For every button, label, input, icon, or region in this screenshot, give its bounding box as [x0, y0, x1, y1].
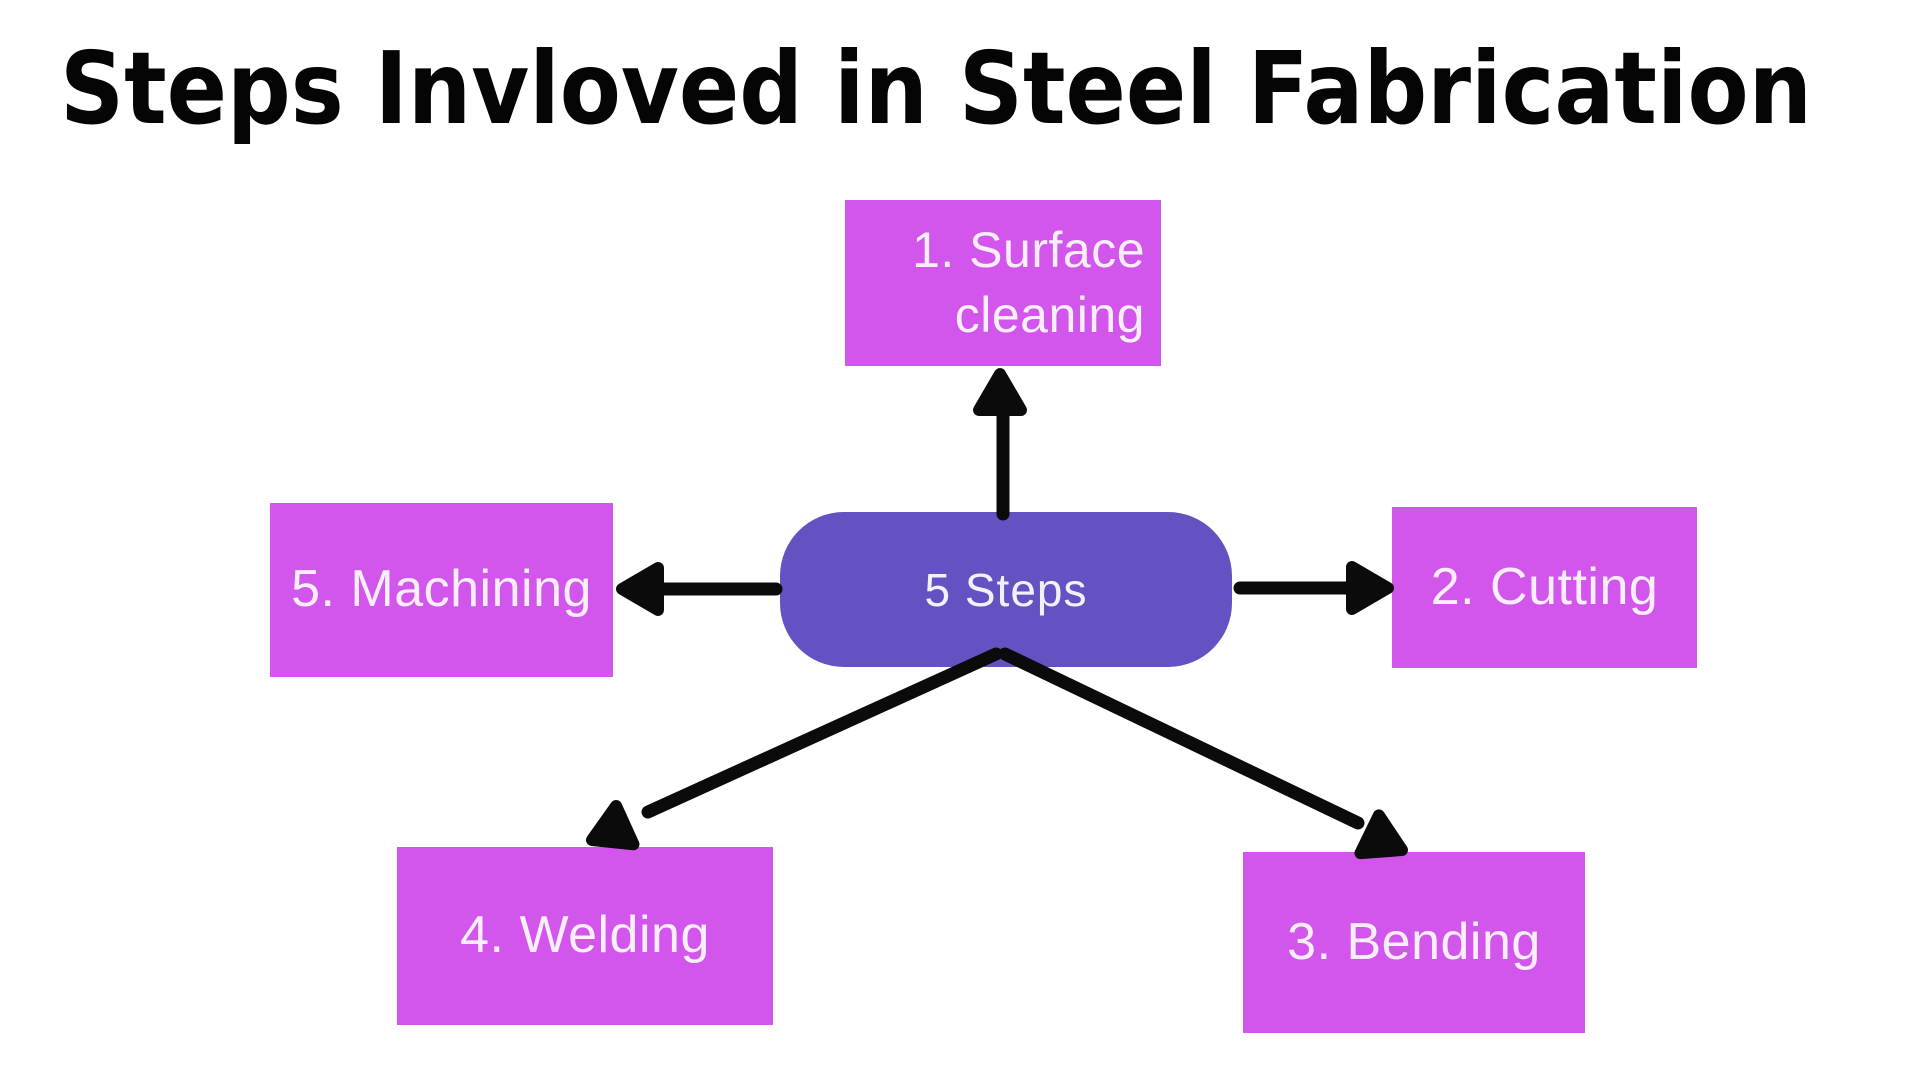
step-label-machining: 5. Machining [291, 560, 592, 619]
center-node-label: 5 Steps [924, 563, 1088, 616]
step-label-surface-line2: cleaning [954, 287, 1145, 343]
arrow-right-to-cutting [1233, 561, 1394, 615]
arrow-left-to-machining [616, 562, 783, 616]
step-box-surface-cleaning: 1. Surface cleaning [845, 200, 1161, 366]
step-box-machining: 5. Machining [270, 503, 613, 677]
page-title-wrap: Steps Invloved in Steel Fabrication [60, 30, 1812, 146]
arrow-up-to-surface-cleaning [973, 368, 1027, 521]
step-box-welding: 4. Welding [397, 847, 773, 1025]
step-label-welding: 4. Welding [460, 906, 710, 965]
step-box-bending: 3. Bending [1243, 852, 1585, 1033]
step-label-cutting: 2. Cutting [1430, 557, 1659, 616]
center-node-5-steps: 5 Steps [780, 512, 1232, 667]
arrow-down-left-to-welding [586, 647, 1003, 851]
step-label-bending: 3. Bending [1287, 912, 1541, 971]
step-box-cutting: 2. Cutting [1392, 507, 1697, 668]
step-label-surface-line1: 1. Surface [912, 222, 1145, 278]
arrow-down-right-to-bending [998, 647, 1408, 860]
page-title: Steps Invloved in Steel Fabrication [60, 30, 1812, 146]
